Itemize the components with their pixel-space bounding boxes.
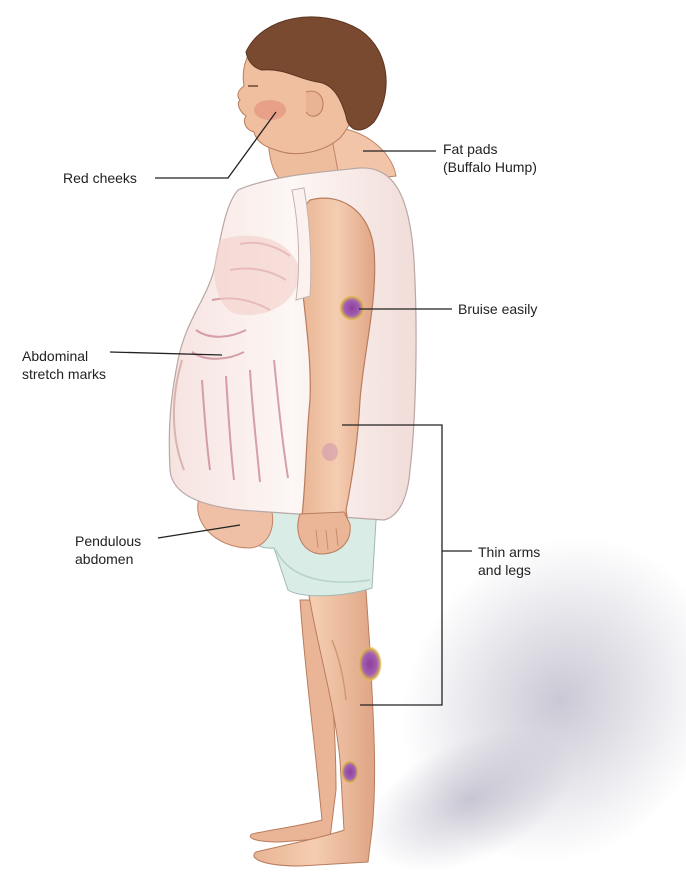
label-pendulous-line1: Pendulous (75, 532, 141, 550)
label-fat-pads-line2: (Buffalo Hump) (443, 158, 537, 176)
label-thin-line2: and legs (478, 561, 540, 579)
bruise-arm (339, 295, 365, 321)
label-abdominal-stretch-marks: Abdominal stretch marks (22, 347, 106, 383)
label-pendulous-abdomen: Pendulous abdomen (75, 532, 141, 568)
floor-shadow (337, 474, 686, 879)
label-bruise-easily: Bruise easily (458, 300, 537, 318)
label-fat-pads-line1: Fat pads (443, 140, 537, 158)
label-abdominal-line1: Abdominal (22, 347, 106, 365)
label-pendulous-line2: abdomen (75, 550, 141, 568)
label-thin-line1: Thin arms (478, 543, 540, 561)
undershirt (169, 168, 416, 520)
red-cheek-flush (254, 100, 286, 120)
bruise-forearm (322, 443, 338, 461)
label-thin-arms-legs: Thin arms and legs (478, 543, 540, 579)
bruise-shin (341, 760, 359, 784)
label-red-cheeks: Red cheeks (63, 169, 137, 187)
label-abdominal-line2: stretch marks (22, 365, 106, 383)
label-fat-pads: Fat pads (Buffalo Hump) (443, 140, 537, 176)
bruise-knee (358, 646, 382, 682)
label-red-cheeks-text: Red cheeks (63, 170, 137, 186)
label-bruise-easily-text: Bruise easily (458, 301, 537, 317)
ear (306, 91, 323, 116)
